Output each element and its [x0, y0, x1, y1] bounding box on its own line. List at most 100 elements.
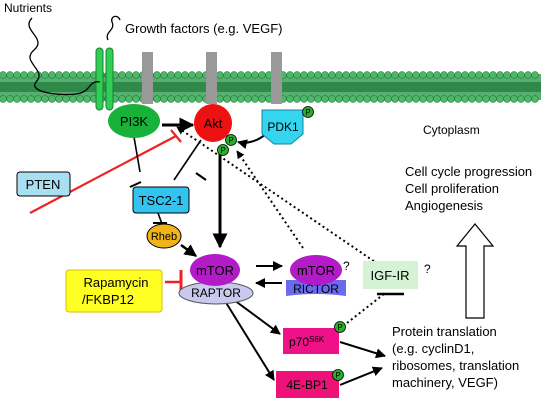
lipid-head: [461, 95, 469, 103]
lipid-head: [426, 71, 434, 79]
lipid-head: [69, 71, 77, 79]
svg-text:Angiogenesis: Angiogenesis: [405, 198, 484, 213]
lipid-head: [153, 95, 161, 103]
lipid-head: [244, 71, 252, 79]
cell-membrane: [0, 71, 541, 103]
lipid-head: [55, 71, 63, 79]
igf-to-pi3k-dotted-arrow: [176, 126, 379, 265]
lipid-head: [510, 71, 518, 79]
pdk1-node: PDK1: [261, 109, 304, 145]
svg-text:Protein translation: Protein translation: [392, 324, 497, 339]
lipid-head: [132, 95, 140, 103]
lipid-head: [370, 71, 378, 79]
lipid-head: [258, 71, 266, 79]
lipid-head: [160, 71, 168, 79]
lipid-head: [223, 95, 231, 103]
p70-inhibits-igf-dotted: [346, 293, 385, 324]
lipid-head: [517, 95, 525, 103]
lipid-head: [230, 71, 238, 79]
akt-inhibits-tsc-line: [173, 139, 202, 181]
lipid-head: [440, 95, 448, 103]
lipid-head: [83, 95, 91, 103]
lipid-head: [230, 95, 238, 103]
lipid-head: [405, 71, 413, 79]
lipid-head: [293, 95, 301, 103]
svg-text:machinery, VEGF): machinery, VEGF): [392, 375, 498, 390]
pten-node: PTEN: [16, 171, 71, 197]
p70-label: p70S6K: [289, 335, 325, 349]
4ebp1-label: 4E-BP1: [286, 378, 328, 392]
igf-ir-node: IGF-IR: [363, 261, 418, 289]
lipid-head: [496, 95, 504, 103]
lipid-head: [384, 95, 392, 103]
lipid-head: [83, 71, 91, 79]
lipid-head: [300, 71, 308, 79]
lipid-head: [125, 95, 133, 103]
pi3k-inhibits-tsc-line: [133, 136, 141, 173]
lipid-head: [419, 95, 427, 103]
p70-to-translation-arrow: [339, 341, 386, 359]
akt-phospho-1: P: [225, 134, 237, 146]
svg-text:P: P: [228, 136, 233, 145]
lipid-head: [181, 95, 189, 103]
mtor-raptor-node: mTOR: [190, 254, 240, 286]
lipid-head: [531, 71, 539, 79]
rapamycin-node: Rapamycin /FKBP12: [65, 269, 163, 313]
lipid-head: [370, 95, 378, 103]
lipid-head: [48, 95, 56, 103]
lipid-head: [62, 95, 70, 103]
4ebp1-to-translation-arrow: [339, 366, 383, 386]
lipid-head: [475, 71, 483, 79]
lipid-head: [300, 95, 308, 103]
outcomes-text: Cell cycle progression Cell proliferatio…: [405, 164, 532, 213]
lipid-head: [384, 71, 392, 79]
lipid-head: [391, 95, 399, 103]
svg-text:P: P: [335, 371, 340, 380]
lipid-head: [216, 71, 224, 79]
pten-inhibit-bar: [170, 129, 182, 143]
lipid-head: [405, 95, 413, 103]
lipid-head: [41, 95, 49, 103]
pi3k-node: PI3K: [108, 104, 160, 138]
rictor-to-akt-dotted-arrow: [236, 150, 304, 249]
lipid-head: [342, 95, 350, 103]
lipid-head: [398, 71, 406, 79]
lipid-head: [454, 95, 462, 103]
lipid-head: [118, 95, 126, 103]
lipid-head: [314, 95, 322, 103]
lipid-head: [195, 71, 203, 79]
lipid-head: [244, 95, 252, 103]
lipid-head: [251, 71, 259, 79]
mtor-to-4ebp1-arrow: [224, 300, 275, 381]
svg-text:P: P: [220, 146, 225, 155]
4ebp1-phospho: P: [332, 369, 344, 381]
lipid-head: [433, 95, 441, 103]
rictor-node: RICTOR: [286, 280, 346, 296]
svg-text:ribosomes, translation: ribosomes, translation: [392, 358, 519, 373]
lipid-head: [503, 95, 511, 103]
lipid-head: [377, 71, 385, 79]
mtor-raptor-label: mTOR: [196, 263, 234, 278]
akt-node: Akt: [194, 104, 232, 142]
lipid-head: [216, 95, 224, 103]
hollow-up-arrow: [455, 223, 495, 319]
lipid-head: [76, 95, 84, 103]
igf-ir-label: IGF-IR: [371, 268, 410, 283]
lipid-head: [55, 95, 63, 103]
tsc-node: TSC2-1: [132, 186, 190, 214]
lipid-head: [496, 71, 504, 79]
svg-text:Cell proliferation: Cell proliferation: [405, 181, 499, 196]
tsc-label: TSC2-1: [139, 193, 184, 208]
lipid-head: [0, 95, 7, 103]
rapamycin-label-line2: /FKBP12: [82, 292, 134, 307]
lipid-head: [34, 95, 42, 103]
lipid-head: [6, 95, 14, 103]
lipid-head: [328, 95, 336, 103]
lipid-head: [62, 71, 70, 79]
lipid-head: [349, 95, 357, 103]
lipid-head: [307, 71, 315, 79]
lipid-head: [363, 95, 371, 103]
lipid-head: [489, 71, 497, 79]
pdk1-phospho: P: [302, 106, 314, 118]
